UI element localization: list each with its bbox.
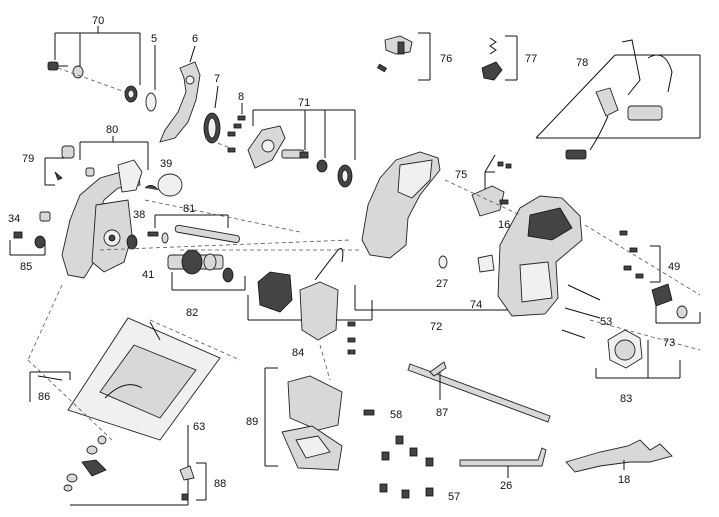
part-6-guard (159, 61, 201, 143)
label-63: 63 (193, 421, 205, 433)
part-88-group (179, 462, 207, 501)
part-79-group (44, 145, 75, 186)
label-6: 6 (192, 33, 198, 45)
label-70: 70 (92, 15, 104, 27)
part-39-cap (157, 173, 183, 197)
label-75: 75 (455, 169, 467, 181)
part-81-shaft (174, 224, 240, 243)
part-57-screws (379, 435, 434, 499)
label-49: 49 (668, 261, 680, 273)
part-27-ring (438, 255, 448, 269)
part-77-group (481, 35, 518, 81)
label-78: 78 (576, 57, 588, 69)
label-39: 39 (160, 158, 172, 170)
part-78-group (535, 39, 701, 160)
label-53: 53 (600, 316, 612, 328)
label-27: 27 (436, 278, 448, 290)
label-88: 88 (214, 478, 226, 490)
part-34-clip (39, 211, 51, 222)
label-41: 41 (142, 269, 154, 281)
part-85-group (9, 231, 46, 256)
label-76: 76 (440, 53, 452, 65)
label-79: 79 (22, 153, 34, 165)
part-72-housing (354, 151, 541, 311)
part-83-group (595, 329, 681, 379)
label-58: 58 (390, 409, 402, 421)
part-82-armature (167, 249, 246, 291)
part-49-housing (497, 195, 661, 317)
label-38: 38 (133, 209, 145, 221)
label-18: 18 (618, 474, 630, 486)
label-8: 8 (238, 91, 244, 103)
part-5-ring (145, 92, 157, 112)
part-labels: 70 5 6 7 8 71 80 79 39 38 81 34 41 85 82… (8, 15, 680, 503)
assembly-guide-lines (99, 137, 701, 381)
label-16: 16 (498, 219, 510, 231)
part-84-group (247, 248, 373, 355)
part-87-rip-fence (407, 361, 551, 423)
label-83: 83 (620, 393, 632, 405)
part-74-label (477, 254, 495, 273)
part-75-group (471, 154, 512, 217)
label-73: 73 (663, 337, 675, 349)
part-89-group (264, 367, 343, 471)
label-84: 84 (292, 347, 304, 359)
part-18-bracket (565, 439, 673, 473)
part-8-screws (227, 115, 246, 153)
label-74: 74 (470, 299, 482, 311)
label-81: 81 (183, 203, 195, 215)
part-76-group (376, 32, 431, 81)
part-63-base-plate (67, 317, 221, 506)
part-80-group (61, 136, 149, 279)
label-26: 26 (500, 480, 512, 492)
label-89: 89 (246, 416, 258, 428)
base-small-parts (63, 435, 107, 492)
part-70-group (47, 26, 141, 103)
label-57: 57 (448, 491, 460, 503)
label-85: 85 (20, 261, 32, 273)
label-71: 71 (298, 97, 310, 109)
label-34: 34 (8, 213, 20, 225)
part-58-screw (363, 409, 375, 416)
part-26-hex-key (459, 447, 547, 478)
label-87: 87 (436, 407, 448, 419)
label-77: 77 (525, 53, 537, 65)
label-80: 80 (106, 124, 118, 136)
label-5: 5 (151, 33, 157, 45)
part-71-group (247, 109, 356, 188)
label-82: 82 (186, 307, 198, 319)
label-72: 72 (430, 321, 442, 333)
part-73-group (651, 283, 701, 324)
part-86-group (29, 371, 71, 402)
part-53-screws (561, 284, 601, 339)
label-86: 86 (38, 391, 50, 403)
label-7: 7 (214, 73, 220, 85)
